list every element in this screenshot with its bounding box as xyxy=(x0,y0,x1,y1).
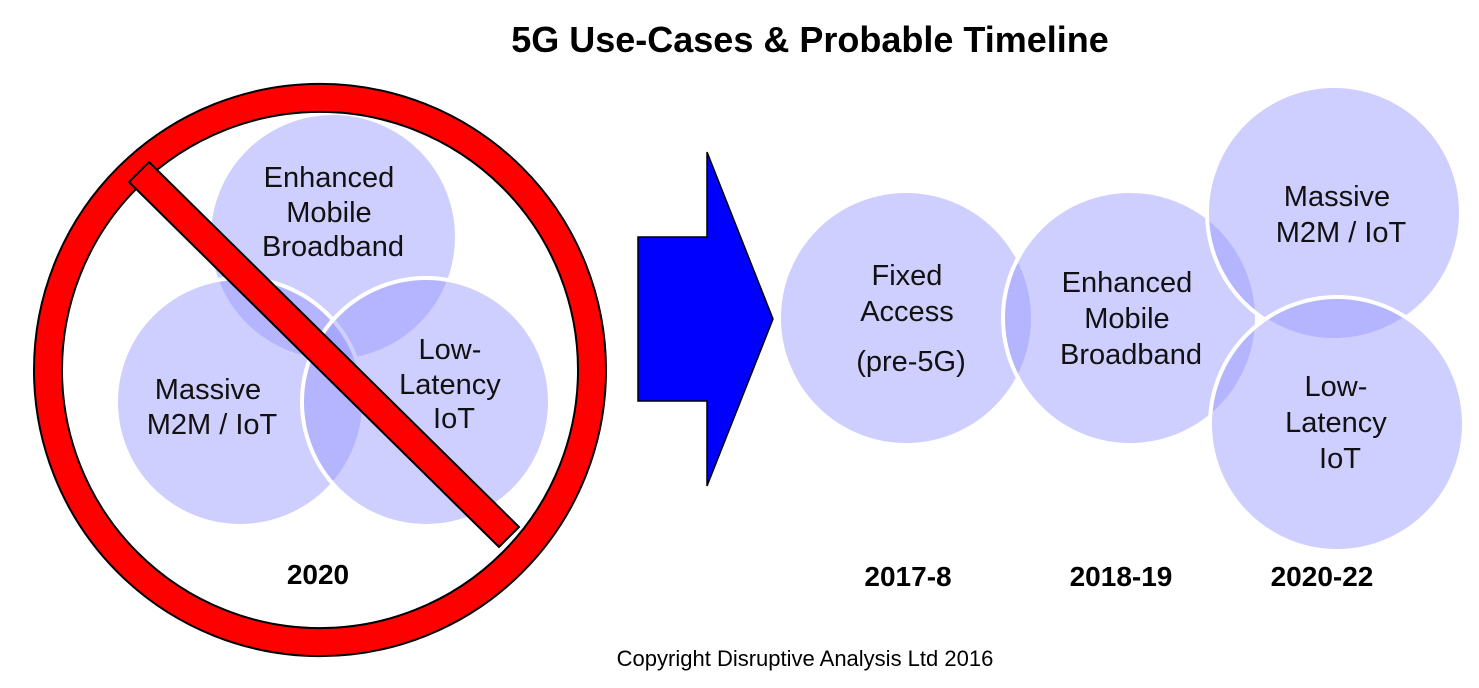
label-fixed-access: Fixed Access (pre-5G) xyxy=(856,260,966,378)
circle-fixed-access xyxy=(777,189,1035,447)
no-entry-icon xyxy=(32,83,608,657)
label-low-latency-iot: Low- Latency IoT xyxy=(399,334,509,435)
year-2020-22: 2020-22 xyxy=(1271,561,1374,592)
label-enhanced-mobile-broadband-2: Enhanced Mobile Broadband xyxy=(1060,267,1202,371)
left-use-case-group: Enhanced Mobile Broadband Massive M2M / … xyxy=(114,111,552,528)
circle-massive-m2m-iot-2 xyxy=(1205,84,1463,342)
circle-enhanced-mobile-broadband-2 xyxy=(1001,189,1259,447)
timeline-group: Fixed Access (pre-5G) Enhanced Mobile Br… xyxy=(777,84,1466,553)
year-2020: 2020 xyxy=(287,559,349,590)
year-2017-8: 2017-8 xyxy=(864,561,951,592)
copyright-footer: Copyright Disruptive Analysis Ltd 2016 xyxy=(617,646,994,671)
label-massive-m2m-iot-2: Massive M2M / IoT xyxy=(1276,181,1407,249)
circle-low-latency-iot-2 xyxy=(1208,295,1466,553)
label-massive-m2m-iot: Massive M2M / IoT xyxy=(147,374,278,441)
circle-low-latency-iot xyxy=(300,276,552,528)
diagram-title: 5G Use-Cases & Probable Timeline xyxy=(511,19,1109,60)
right-arrow-icon xyxy=(637,151,774,487)
label-low-latency-iot-2: Low- Latency IoT xyxy=(1285,371,1395,475)
label-enhanced-mobile-broadband: Enhanced Mobile Broadband xyxy=(262,162,404,263)
year-2018-19: 2018-19 xyxy=(1070,561,1173,592)
